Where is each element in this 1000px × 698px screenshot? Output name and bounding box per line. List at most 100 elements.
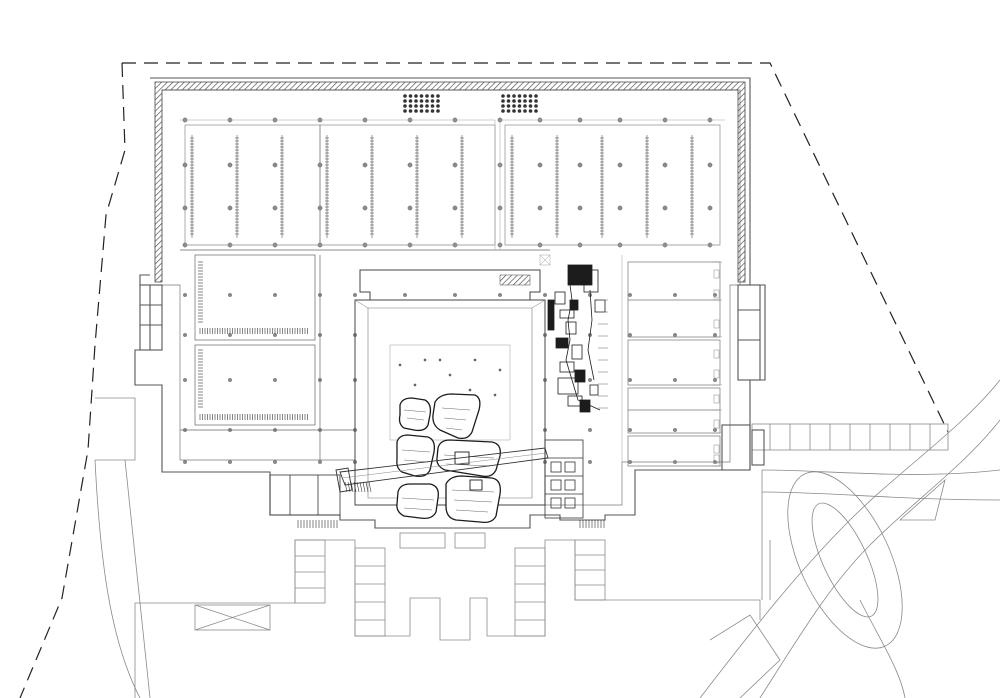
- equipment-unit: [594, 299, 606, 313]
- bay-door: [713, 319, 720, 329]
- courtyard-marker: [498, 368, 502, 372]
- column: [628, 293, 632, 297]
- right-bay-ticks: [712, 261, 722, 467]
- vent-unit: [436, 94, 440, 98]
- vent-unit: [523, 109, 527, 113]
- equipment-unit: [583, 269, 599, 293]
- column: [628, 378, 632, 382]
- equipment-layout: [547, 264, 608, 413]
- courtyard-marker: [468, 388, 472, 392]
- interior-thin-lines: [179, 119, 725, 462]
- column: [407, 205, 413, 211]
- vent-unit: [506, 94, 511, 98]
- bay-door: [713, 394, 720, 404]
- bay-door: [713, 454, 720, 464]
- vent-unit: [501, 109, 505, 113]
- column: [713, 333, 717, 337]
- equipment-unit: [555, 337, 569, 349]
- vent-unit: [419, 104, 424, 108]
- equipment-unit: [571, 344, 583, 360]
- column: [662, 162, 668, 168]
- vent-unit: [436, 104, 440, 108]
- vent-unit: [534, 104, 538, 108]
- column: [407, 162, 413, 168]
- vent-unit: [408, 104, 413, 108]
- dock-stripe: [368, 481, 372, 493]
- column: [577, 205, 583, 211]
- column: [228, 460, 232, 464]
- vent-unit: [523, 104, 527, 108]
- storage-racks: [184, 124, 721, 246]
- column: [273, 460, 277, 464]
- equipment-unit: [567, 264, 593, 286]
- dock-stripe: [359, 481, 363, 493]
- vent-unit: [414, 109, 418, 113]
- column: [628, 460, 632, 464]
- column: [673, 293, 677, 297]
- column: [617, 162, 623, 168]
- glazed-pavilions: [396, 393, 501, 524]
- vent-unit: [430, 94, 435, 98]
- vent-unit: [419, 99, 424, 103]
- vent-unit: [512, 104, 516, 108]
- column: [273, 293, 277, 297]
- vent-unit: [425, 104, 429, 108]
- vent-unit: [403, 99, 407, 103]
- vent-unit: [528, 109, 533, 113]
- column: [272, 162, 278, 168]
- column: [452, 162, 458, 168]
- column: [353, 293, 357, 297]
- vent-unit: [534, 94, 538, 98]
- column: [588, 378, 592, 382]
- column: [713, 293, 717, 297]
- column: [537, 162, 543, 168]
- equipment-unit: [559, 309, 575, 319]
- vent-unit: [425, 109, 429, 113]
- column: [673, 428, 677, 432]
- column: [362, 205, 368, 211]
- column: [707, 205, 713, 211]
- vent-unit: [501, 104, 505, 108]
- column: [183, 378, 187, 382]
- vent-unit: [528, 99, 533, 103]
- equipment-unit: [589, 384, 599, 396]
- vent-unit: [414, 104, 418, 108]
- dock-stripe: [362, 481, 366, 493]
- equipment-unit: [579, 399, 591, 413]
- right-bay-zone: [627, 261, 721, 467]
- rack-block: [319, 124, 496, 246]
- column: [183, 460, 187, 464]
- vent-unit: [523, 99, 527, 103]
- vent-unit: [419, 94, 424, 98]
- dock-stripe: [365, 481, 369, 493]
- column: [673, 378, 677, 382]
- column: [318, 460, 322, 464]
- column: [588, 428, 592, 432]
- vent-unit: [523, 94, 527, 98]
- column: [317, 162, 323, 168]
- parking-bays: [95, 397, 949, 698]
- dock-stripe: [344, 481, 348, 493]
- column: [273, 378, 277, 382]
- vent-unit: [506, 99, 511, 103]
- vent-arrays: [403, 94, 538, 113]
- dock-stripe: [347, 481, 351, 493]
- left-storage-zone: [180, 249, 550, 460]
- vent-unit: [408, 109, 413, 113]
- column: [227, 205, 233, 211]
- column: [452, 205, 458, 211]
- column: [707, 162, 713, 168]
- column: [628, 428, 632, 432]
- equipment-unit: [547, 299, 555, 331]
- equipment-unit: [557, 377, 579, 395]
- column: [617, 205, 623, 211]
- conveyor-line: [587, 289, 595, 381]
- vent-unit: [436, 109, 440, 113]
- equipment-unit: [565, 321, 577, 335]
- courtyard-marker: [493, 393, 497, 397]
- column: [673, 333, 677, 337]
- courtyard-marker: [448, 373, 452, 377]
- vent-unit: [408, 94, 413, 98]
- column: [498, 293, 502, 297]
